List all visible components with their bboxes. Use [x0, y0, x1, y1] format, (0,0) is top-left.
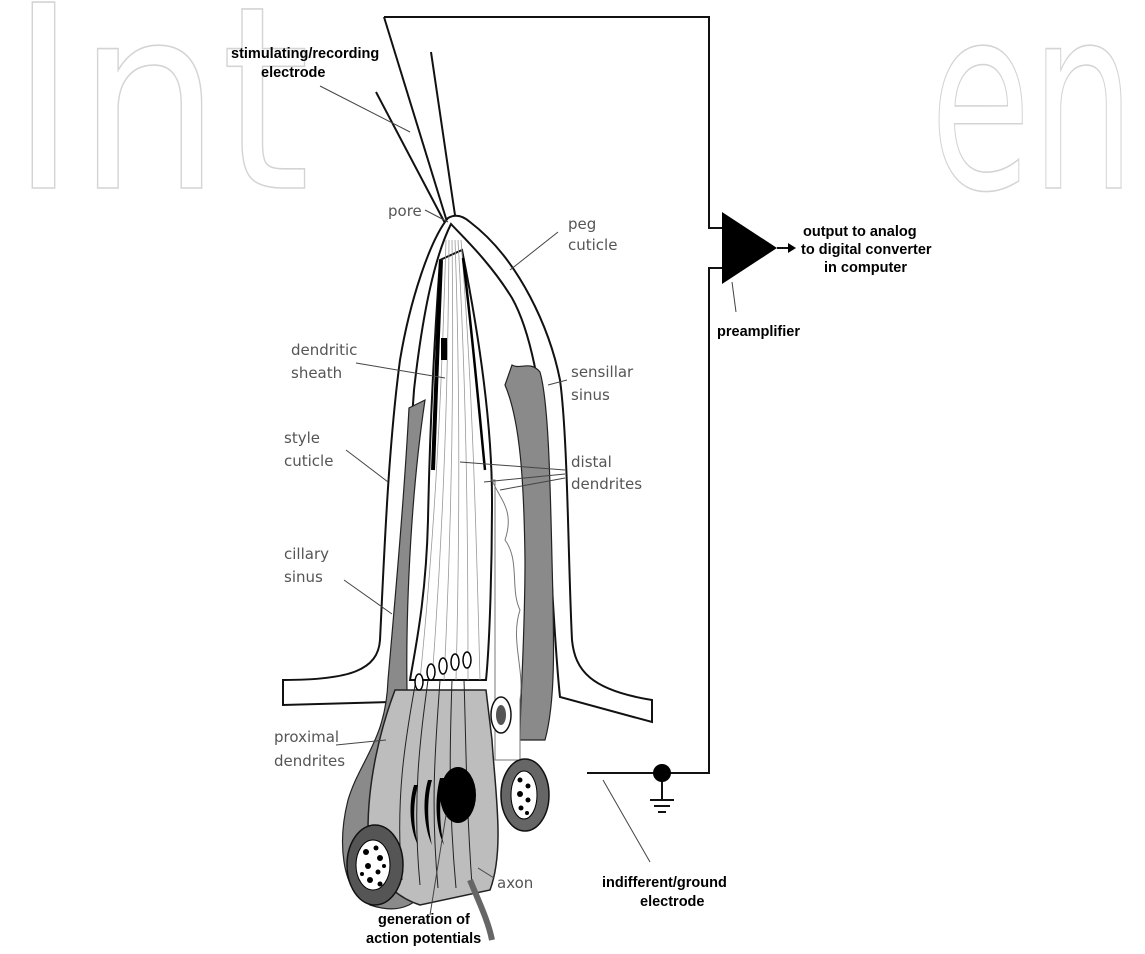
- watermark-right: en: [930, 0, 1135, 249]
- label-ciliary-line1: cillary: [284, 545, 329, 563]
- leader-preamplifier: [732, 282, 736, 312]
- ground-node: [653, 764, 671, 782]
- preamplifier-symbol: [722, 212, 777, 284]
- label-output-line1: output to analog: [803, 224, 917, 240]
- sensillum: [283, 216, 652, 940]
- leader-electrode: [320, 86, 410, 132]
- label-peg-line2: cuticle: [568, 236, 617, 254]
- label-style-line1: style: [284, 429, 320, 447]
- watermark-left: Int: [10, 0, 310, 249]
- neuron-nucleus: [440, 767, 476, 823]
- label-ground-line2: electrode: [640, 894, 704, 910]
- label-output-line2: to digital converter: [801, 242, 932, 258]
- sheath-cell-right-nucleus: [511, 771, 537, 819]
- label-dendritic-line1: dendritic: [291, 341, 357, 359]
- label-ground-line1: indifferent/ground: [602, 875, 727, 891]
- label-ciliary-line2: sinus: [284, 568, 323, 586]
- label-stimulating-line1: stimulating/recording: [231, 46, 379, 62]
- label-style-line2: cuticle: [284, 452, 333, 470]
- label-sensillar-line2: sinus: [571, 386, 610, 404]
- label-sensillar-line1: sensillar: [571, 363, 634, 381]
- label-output-line3: in computer: [824, 260, 907, 276]
- leader-style-cuticle: [346, 450, 388, 482]
- electrode-wire: [384, 17, 722, 228]
- sheath-band: [441, 338, 447, 360]
- label-axon: axon: [497, 874, 533, 892]
- label-preamplifier: preamplifier: [717, 324, 800, 340]
- labels: stimulating/recording electrode pore peg…: [231, 46, 932, 947]
- leader-peg-cuticle: [510, 232, 558, 270]
- ground-symbol: [650, 800, 674, 812]
- label-dendritic-line2: sheath: [291, 364, 342, 382]
- label-proximal-line2: dendrites: [274, 752, 345, 770]
- label-generation-line2: action potentials: [366, 931, 481, 947]
- small-cell-nucleus: [496, 705, 506, 725]
- label-distal-line1: distal: [571, 453, 612, 471]
- label-peg-line1: peg: [568, 215, 596, 233]
- label-generation-line1: generation of: [378, 912, 470, 928]
- output-arrowhead: [788, 243, 796, 253]
- label-proximal-line1: proximal: [274, 728, 339, 746]
- label-distal-line2: dendrites: [571, 475, 642, 493]
- label-pore: pore: [388, 202, 422, 220]
- label-stimulating-line2: electrode: [261, 65, 325, 81]
- leader-ground-electrode: [603, 780, 650, 862]
